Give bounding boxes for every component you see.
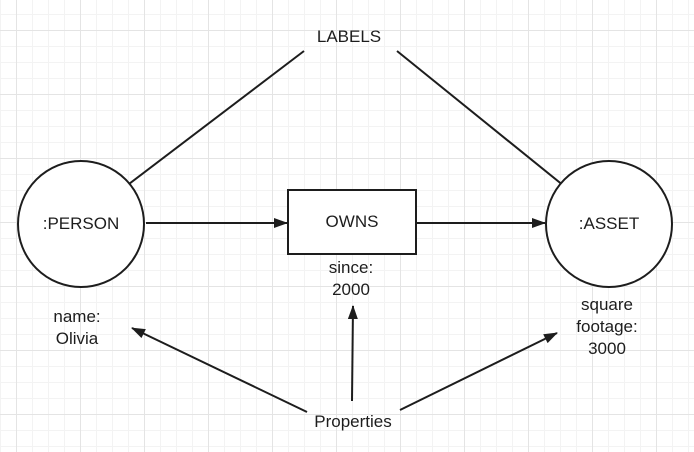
person-property-line2: Olivia (55, 329, 99, 348)
properties-title: Properties (314, 412, 392, 431)
properties-to-footage-arrow (399, 332, 558, 411)
properties-to-name-arrow (131, 327, 308, 413)
labels-title: LABELS (316, 27, 382, 46)
owns-property-line2: 2000 (332, 280, 370, 299)
asset-property-line2: footage: (576, 317, 638, 336)
owns-relationship-label: OWNS (325, 212, 379, 231)
asset-node-label: :ASSET (578, 214, 640, 233)
properties-to-since-arrow (347, 305, 358, 402)
person-property-text: name: Olivia (7, 306, 147, 350)
owns-property-line1: since: (328, 258, 374, 277)
person-node-circle (17, 160, 145, 288)
asset-property-line1: square (581, 295, 633, 314)
asset-node-circle (545, 160, 673, 288)
owns-relationship-box (287, 189, 417, 255)
owns-property-text: since: 2000 (276, 257, 426, 301)
asset-property-line3: 3000 (588, 339, 626, 358)
labels-to-person-arrow (99, 50, 305, 207)
asset-property-text: square footage: 3000 (532, 294, 682, 360)
labels-to-asset-arrow (396, 50, 591, 208)
person-node-label: :PERSON (42, 214, 120, 233)
person-property-line1: name: (53, 307, 101, 326)
